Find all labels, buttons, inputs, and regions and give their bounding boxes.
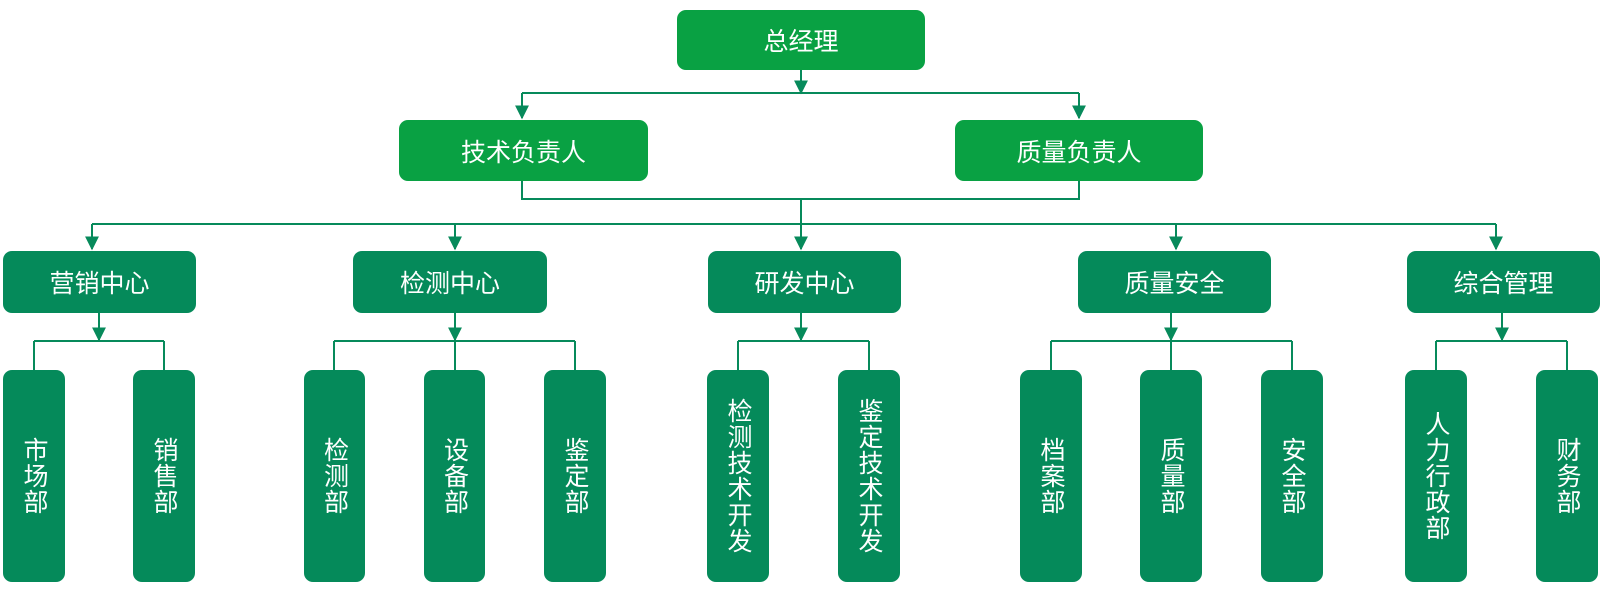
node-dept-quality: 质量部 xyxy=(1140,370,1202,582)
node-label: 质量部 xyxy=(1157,437,1186,515)
node-general-management: 综合管理 xyxy=(1407,251,1600,313)
node-dept-archives: 档案部 xyxy=(1020,370,1082,582)
node-label: 财务部 xyxy=(1553,437,1582,515)
node-dept-market: 市场部 xyxy=(3,370,65,582)
node-label: 总经理 xyxy=(763,27,839,56)
node-dept-sales: 销售部 xyxy=(133,370,195,582)
node-dept-equipment: 设备部 xyxy=(424,370,485,582)
node-label: 鉴定部 xyxy=(561,437,590,515)
node-label: 技术负责人 xyxy=(460,137,586,167)
node-label: 检测中心 xyxy=(399,269,500,298)
node-dept-appraisal: 鉴定部 xyxy=(544,370,606,582)
node-label: 人力行政部 xyxy=(1422,411,1451,541)
node-testing-center: 检测中心 xyxy=(353,251,547,313)
node-label: 检测部 xyxy=(320,437,350,515)
node-dept-appraisal-tech-dev: 鉴定技术开发 xyxy=(838,370,900,582)
node-label: 综合管理 xyxy=(1453,269,1554,298)
node-general-manager: 总经理 xyxy=(677,10,925,70)
node-label: 研发中心 xyxy=(754,269,855,298)
node-dept-testing: 检测部 xyxy=(304,370,365,582)
connector-deputies-join xyxy=(521,181,1080,200)
node-label: 质量安全 xyxy=(1124,269,1225,298)
node-label: 销售部 xyxy=(150,437,179,515)
node-dept-hr-admin: 人力行政部 xyxy=(1405,370,1467,582)
node-dept-finance: 财务部 xyxy=(1536,370,1598,582)
node-label: 鉴定技术开发 xyxy=(855,398,884,554)
node-label: 营销中心 xyxy=(49,269,150,298)
node-label: 安全部 xyxy=(1278,437,1307,515)
node-dept-safety: 安全部 xyxy=(1261,370,1323,582)
node-technical-head: 技术负责人 xyxy=(399,120,648,181)
node-rd-center: 研发中心 xyxy=(708,251,901,313)
node-label: 检测技术开发 xyxy=(724,398,753,554)
node-marketing-center: 营销中心 xyxy=(3,251,196,313)
node-quality-safety: 质量安全 xyxy=(1078,251,1271,313)
node-label: 设备部 xyxy=(440,437,470,515)
node-label: 质量负责人 xyxy=(1016,137,1142,167)
node-quality-head: 质量负责人 xyxy=(955,120,1203,181)
node-dept-testing-tech-dev: 检测技术开发 xyxy=(707,370,769,582)
node-label: 档案部 xyxy=(1037,437,1066,515)
node-label: 市场部 xyxy=(20,437,49,515)
